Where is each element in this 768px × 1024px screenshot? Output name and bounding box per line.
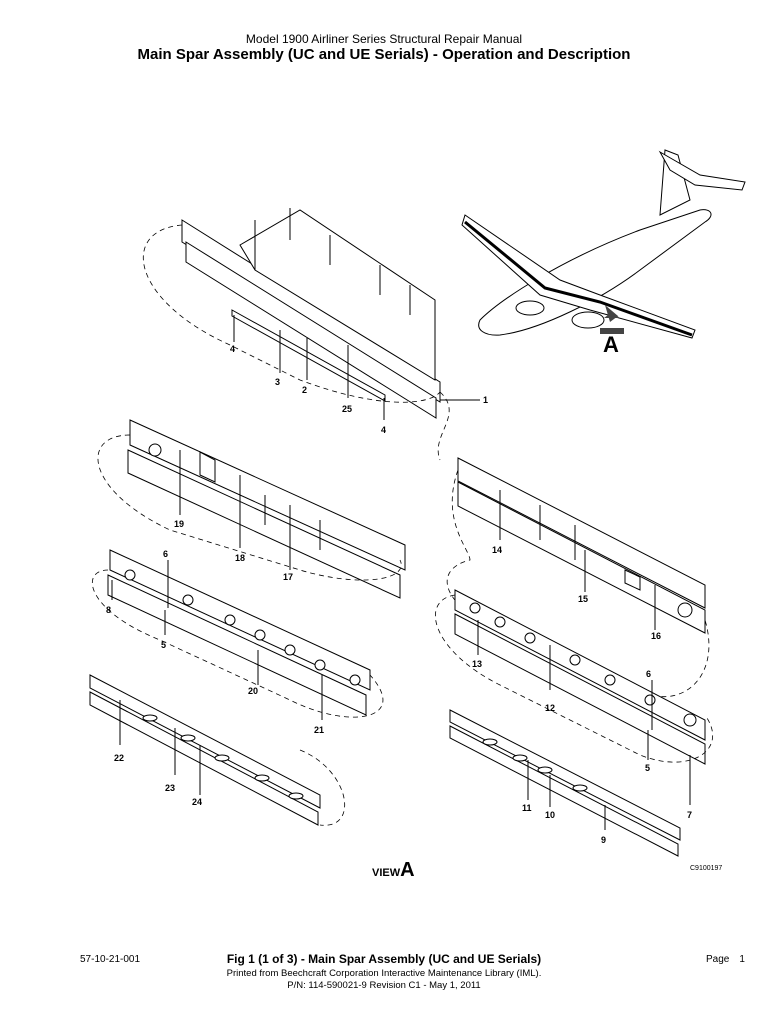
- center-section-assembly: [143, 208, 450, 461]
- svg-text:7: 7: [687, 810, 692, 820]
- svg-text:25: 25: [342, 404, 352, 414]
- svg-text:6: 6: [163, 549, 168, 559]
- svg-text:6: 6: [646, 669, 651, 679]
- printed-from-note: Printed from Beechcraft Corporation Inte…: [226, 968, 542, 979]
- spar-section-17-19: [97, 419, 406, 599]
- part-number-revision: P/N: 114-590021-9 Revision C1 - May 1, 2…: [287, 980, 481, 991]
- main-spar-figure: A 4 3 2 25 4 1 19 18 17: [0, 130, 768, 890]
- svg-text:15: 15: [578, 594, 588, 604]
- svg-text:23: 23: [165, 783, 175, 793]
- page-label: Page: [706, 954, 730, 965]
- spar-section-14-16: [446, 457, 710, 697]
- svg-text:13: 13: [472, 659, 482, 669]
- figure-caption: Fig 1 (1 of 3) - Main Spar Assembly (UC …: [226, 952, 542, 966]
- svg-text:8: 8: [106, 605, 111, 615]
- spar-section-20-21: [92, 549, 384, 718]
- svg-text:10: 10: [545, 810, 555, 820]
- svg-text:12: 12: [545, 703, 555, 713]
- svg-text:1: 1: [483, 395, 488, 405]
- spar-section-22-24: [89, 674, 345, 826]
- svg-text:2: 2: [302, 385, 307, 395]
- aircraft-view-callout: A: [603, 332, 619, 357]
- svg-text:22: 22: [114, 753, 124, 763]
- svg-text:19: 19: [174, 519, 184, 529]
- view-label: VIEWA: [372, 859, 415, 881]
- svg-text:17: 17: [283, 572, 293, 582]
- svg-text:11: 11: [522, 803, 532, 813]
- svg-text:20: 20: [248, 686, 258, 696]
- svg-text:21: 21: [314, 725, 324, 735]
- svg-text:24: 24: [192, 797, 202, 807]
- svg-text:9: 9: [601, 835, 606, 845]
- manual-title: Model 1900 Airliner Series Structural Re…: [245, 32, 523, 46]
- drawing-id: C9100197: [690, 865, 722, 872]
- section-title: Main Spar Assembly (UC and UE Serials) -…: [137, 46, 631, 63]
- aircraft-illustration: [461, 149, 746, 339]
- spar-section-12-13: [435, 589, 713, 765]
- svg-text:18: 18: [235, 553, 245, 563]
- document-number: 57-10-21-001: [80, 954, 141, 965]
- svg-text:5: 5: [161, 640, 166, 650]
- svg-text:14: 14: [492, 545, 502, 555]
- svg-text:4: 4: [381, 425, 386, 435]
- svg-text:3: 3: [275, 377, 280, 387]
- svg-text:5: 5: [645, 763, 650, 773]
- page-indicator: Page 1: [706, 954, 745, 965]
- svg-text:4: 4: [230, 344, 235, 354]
- svg-text:16: 16: [651, 631, 661, 641]
- spar-section-9-11: [449, 709, 681, 857]
- page-number: 1: [739, 954, 745, 965]
